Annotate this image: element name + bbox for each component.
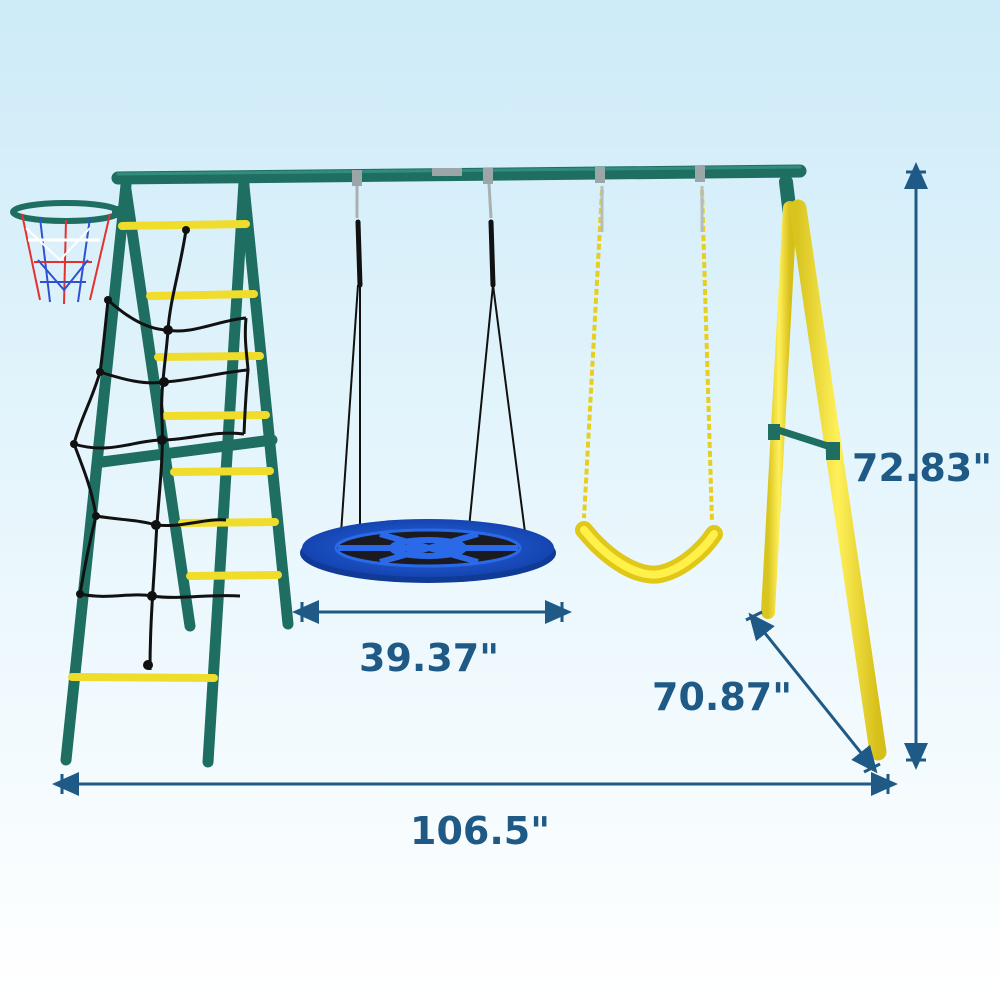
saucer-diameter-label: 39.37" xyxy=(359,636,499,680)
a-frame-ladder-icon xyxy=(60,176,294,768)
dimension-lines xyxy=(52,162,928,796)
overall-width-label: 106.5" xyxy=(410,809,550,853)
belt-swing-icon xyxy=(575,186,723,584)
basketball-hoop-icon xyxy=(10,200,126,305)
top-beam-icon xyxy=(111,164,807,186)
height-dimension-label: 72.83" xyxy=(852,446,992,490)
depth-dimension-label: 70.87" xyxy=(652,675,792,719)
saucer-swing-icon xyxy=(300,183,556,583)
cargo-net-icon xyxy=(70,226,250,671)
